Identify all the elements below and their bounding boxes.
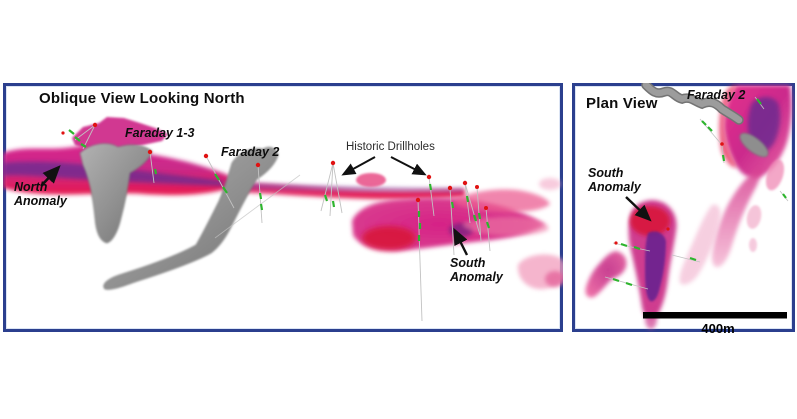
oblique-view-art <box>3 117 563 322</box>
plan-drillhole-traces <box>604 96 789 290</box>
plan-faraday-2-anomaly <box>679 84 792 285</box>
north-anomaly-line1: North <box>14 180 48 194</box>
historic-drillholes-label: Historic Drillholes <box>346 141 435 153</box>
plan-view-panel: Plan View Faraday 2 South Anomaly 400m <box>572 83 795 336</box>
plan-south-anomaly-line2: Anomaly <box>588 180 641 194</box>
drillhole-collars <box>61 122 488 210</box>
drillhole-traces <box>61 122 491 322</box>
south-anomaly-label: South Anomaly <box>450 256 503 284</box>
plan-view-title: Plan View <box>586 95 658 112</box>
oblique-view-title: Oblique View Looking North <box>39 90 245 107</box>
historic-drillholes-arrow-left <box>341 156 376 176</box>
scale-bar-label: 400m <box>701 321 735 336</box>
plan-view-art <box>585 83 792 329</box>
intrusion-faraday-2 <box>103 147 279 290</box>
north-anomaly-label: North Anomaly <box>14 180 67 208</box>
plan-south-anomaly-arrow <box>625 196 652 222</box>
faraday-2-label: Faraday 2 <box>221 145 280 159</box>
north-anomaly-arrow <box>40 165 61 187</box>
gray-intrusion-bodies <box>79 143 279 290</box>
south-anomaly-line2: Anomaly <box>450 270 503 284</box>
historic-drillholes-arrow-right <box>390 156 427 176</box>
south-anomaly-line1: South <box>450 256 486 270</box>
south-anomaly-arrow <box>453 227 469 256</box>
oblique-view-panel: Oblique View Looking North Faraday 1-3 F… <box>3 83 563 332</box>
plan-faraday-2-label: Faraday 2 <box>687 88 746 102</box>
plan-gray-intrusion <box>641 83 769 158</box>
scale-bar <box>643 312 787 319</box>
drillhole-interval-marks <box>68 129 491 241</box>
plan-south-anomaly-label: South Anomaly <box>588 166 641 194</box>
faraday-1-3-label: Faraday 1-3 <box>125 126 195 140</box>
annotation-arrows <box>40 156 469 256</box>
plan-south-anomaly-line1: South <box>588 166 624 180</box>
north-anomaly-line2: Anomaly <box>14 194 67 208</box>
intrusion-faraday-1-3 <box>79 143 153 244</box>
plan-south-anomaly <box>585 200 677 329</box>
